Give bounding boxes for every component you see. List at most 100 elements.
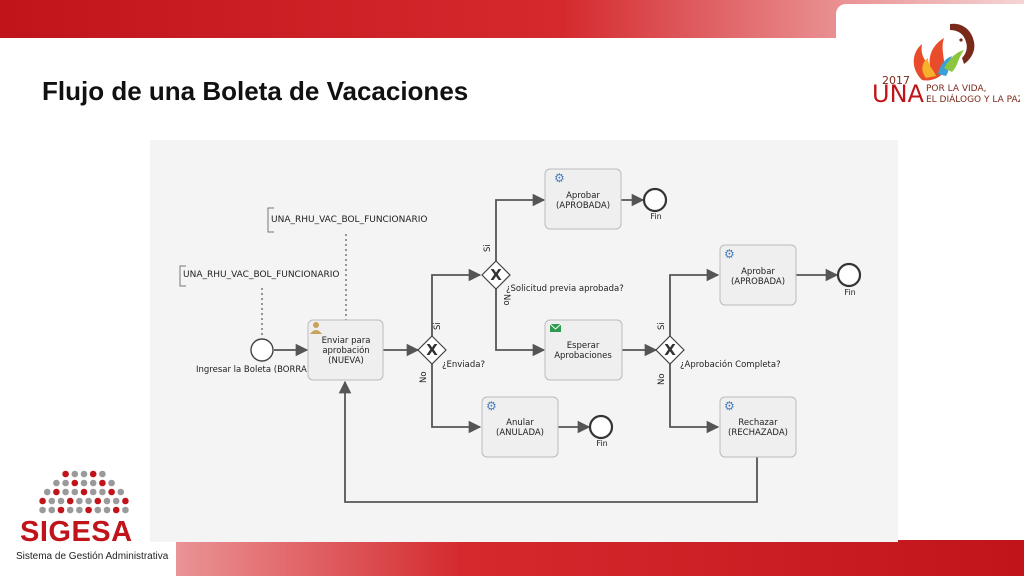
gateway-solicitud-label: ¿Solicitud previa aprobada? [506, 284, 624, 294]
una-name: UNA [872, 80, 925, 108]
task-aprobar-1[interactable]: ⚙ Aprobar (APROBADA) [544, 168, 622, 230]
sigesa-dot [103, 506, 111, 514]
una-motto-line2: EL DIÁLOGO Y LA PAZ [926, 93, 1020, 105]
sigesa-dot [122, 497, 129, 505]
sigesa-dot [94, 497, 102, 505]
sigesa-dot [57, 497, 65, 505]
sigesa-dot [80, 479, 88, 487]
sigesa-dot [85, 497, 92, 505]
sigesa-dot [39, 497, 46, 505]
exclusive-gateway-icon: X [664, 341, 676, 359]
svg-text:Enviar para: Enviar para [322, 336, 371, 346]
sigesa-dot [53, 488, 60, 496]
una-logo: 2017 UNA POR LA VIDA, EL DIÁLOGO Y LA PA… [872, 23, 1020, 108]
svg-text:Rechazar: Rechazar [738, 418, 778, 428]
svg-text:UNA_RHU_VAC_BOL_FUNCIONARIO: UNA_RHU_VAC_BOL_FUNCIONARIO [183, 270, 339, 280]
end-event-3[interactable] [836, 262, 862, 288]
sigesa-dot [76, 506, 83, 514]
gateway-aprobacion-completa[interactable]: X [655, 335, 685, 365]
gateway-completa-label: ¿Aprobación Completa? [680, 359, 781, 370]
sigesa-subtitle: Sistema de Gestión Administrativa [16, 551, 169, 562]
end-event-2-label: Fin [596, 439, 607, 448]
sequence-flows [274, 193, 839, 503]
sigesa-dot [108, 488, 115, 496]
gateway-solicitud-previa[interactable]: X [481, 260, 511, 290]
sigesa-logo-box [0, 466, 176, 576]
label-si-solicitud: Si [483, 244, 493, 252]
label-no-enviada: No [419, 371, 429, 383]
sigesa-dot [108, 479, 115, 487]
end-event-1[interactable] [642, 187, 668, 213]
bpmn-diagram: UNA_RHU_VAC_BOL_FUNCIONARIO UNA_RHU_VAC_… [179, 168, 862, 503]
service-task-icon: ⚙ [724, 399, 735, 413]
sigesa-dot [89, 470, 97, 478]
exclusive-gateway-icon: X [490, 266, 502, 284]
sigesa-dot [57, 506, 65, 514]
service-task-icon: ⚙ [724, 247, 735, 261]
svg-text:(APROBADA): (APROBADA) [556, 201, 610, 211]
svg-text:aprobación: aprobación [322, 345, 369, 356]
gateway-enviada[interactable]: X [417, 335, 447, 365]
user-task-icon [310, 322, 322, 334]
sigesa-dot [71, 470, 79, 478]
sigesa-dot [39, 506, 46, 514]
sigesa-dot [122, 506, 129, 514]
una-motto-line1: POR LA VIDA, [926, 84, 986, 94]
service-task-icon: ⚙ [554, 171, 565, 185]
service-task-icon: ⚙ [486, 399, 497, 413]
una-year: 2017 [882, 74, 910, 87]
gateway-enviada-label: ¿Enviada? [442, 360, 485, 370]
sigesa-name: SIGESA [20, 516, 133, 548]
sigesa-dot [66, 506, 74, 514]
sigesa-dot [112, 497, 120, 505]
annotation-funcionario-1: UNA_RHU_VAC_BOL_FUNCIONARIO [179, 265, 339, 287]
task-esperar-aprobaciones[interactable]: Esperar Aprobaciones [544, 319, 623, 381]
svg-text:Esperar: Esperar [567, 341, 600, 351]
diagram-panel [150, 140, 898, 542]
sigesa-dot [71, 479, 79, 487]
end-event-2[interactable] [588, 414, 614, 440]
end-event-1-label: Fin [650, 212, 661, 221]
start-event[interactable] [250, 338, 274, 362]
sigesa-dot [89, 488, 97, 496]
task-enviar-aprobacion[interactable]: Enviar para aprobación (NUEVA) [307, 319, 384, 381]
task-anular[interactable]: ⚙ Anular (ANULADA) [481, 396, 559, 458]
sigesa-dot [62, 479, 69, 487]
sigesa-dot [76, 497, 83, 505]
sigesa-dot [48, 506, 56, 514]
sigesa-dots-icon [39, 470, 129, 514]
annotation-funcionario-2: UNA_RHU_VAC_BOL_FUNCIONARIO [267, 207, 427, 233]
sigesa-dot [48, 497, 56, 505]
sigesa-dot [62, 470, 69, 478]
sigesa-dot [103, 497, 111, 505]
sigesa-dot [117, 488, 125, 496]
sigesa-dot [43, 488, 51, 496]
sigesa-dot [53, 479, 60, 487]
svg-text:Anular: Anular [506, 418, 534, 428]
sigesa-dot [94, 506, 102, 514]
sigesa-dot [112, 506, 120, 514]
exclusive-gateway-icon: X [426, 341, 438, 359]
sigesa-dot [71, 488, 79, 496]
label-si-completa: Si [657, 322, 667, 330]
task-rechazar[interactable]: ⚙ Rechazar (RECHAZADA) [719, 396, 797, 458]
svg-text:UNA_RHU_VAC_BOL_FUNCIONARIO: UNA_RHU_VAC_BOL_FUNCIONARIO [271, 215, 427, 225]
svg-text:(ANULADA): (ANULADA) [496, 428, 544, 438]
start-event-label: Ingresar la Boleta (BORRA [196, 365, 307, 375]
sigesa-dot [99, 488, 106, 496]
slide-title: Flujo de una Boleta de Vacaciones [42, 76, 469, 106]
message-task-icon [549, 323, 562, 332]
sigesa-dot [66, 497, 74, 505]
svg-text:(APROBADA): (APROBADA) [731, 277, 785, 287]
sigesa-dot [85, 506, 92, 514]
sigesa-dot [80, 488, 88, 496]
sigesa-dot [89, 479, 97, 487]
task-aprobar-2[interactable]: ⚙ Aprobar (APROBADA) [719, 244, 797, 306]
label-no-completa: No [657, 373, 667, 385]
svg-text:Aprobar: Aprobar [566, 191, 600, 201]
sigesa-dot [99, 470, 106, 478]
sigesa-dot [99, 479, 106, 487]
label-no-solicitud: No [501, 294, 511, 306]
svg-text:(RECHAZADA): (RECHAZADA) [728, 428, 788, 438]
svg-text:Aprobaciones: Aprobaciones [554, 351, 612, 361]
